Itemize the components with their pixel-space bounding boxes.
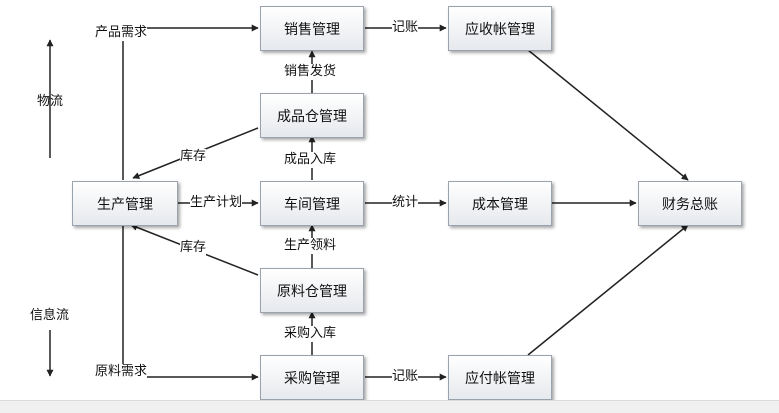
label-finished-goods-inbound: 成品入库 bbox=[284, 152, 337, 168]
label-purchase-inbound: 采购入库 bbox=[284, 326, 337, 342]
node-finished-goods-warehouse: 成品仓管理 bbox=[260, 93, 364, 138]
label-production-plan: 生产计划 bbox=[190, 195, 243, 211]
label-raw-material-demand: 原料需求 bbox=[95, 364, 148, 380]
side-label-information-flow: 信息流 bbox=[30, 308, 70, 323]
label-inventory-top: 库存 bbox=[180, 149, 207, 165]
label-bookkeeping-purchase: 记账 bbox=[392, 369, 419, 385]
node-workshop-mgmt: 车间管理 bbox=[260, 181, 364, 226]
label-product-demand: 产品需求 bbox=[95, 25, 148, 41]
label-production-material-requisition: 生产领料 bbox=[284, 238, 337, 254]
bottom-bar bbox=[0, 400, 779, 413]
node-purchase-mgmt: 采购管理 bbox=[260, 355, 364, 400]
edge-receivable-to-ledger bbox=[527, 49, 689, 181]
node-sales-mgmt: 销售管理 bbox=[260, 6, 364, 51]
edge-payable-to-ledger bbox=[527, 224, 689, 356]
label-inventory-bottom: 库存 bbox=[180, 240, 207, 256]
label-statistics: 统计 bbox=[392, 195, 419, 211]
side-label-logistics: 物流 bbox=[37, 94, 64, 109]
label-bookkeeping-sales: 记账 bbox=[392, 20, 419, 36]
label-sales-shipment: 销售发货 bbox=[284, 64, 337, 80]
node-production-mgmt: 生产管理 bbox=[72, 181, 178, 226]
node-raw-material-warehouse: 原料仓管理 bbox=[260, 268, 364, 313]
node-cost-mgmt: 成本管理 bbox=[448, 181, 552, 226]
node-payable-mgmt: 应付帐管理 bbox=[448, 355, 552, 400]
node-general-ledger: 财务总账 bbox=[638, 181, 742, 226]
node-receivable-mgmt: 应收帐管理 bbox=[448, 6, 552, 51]
